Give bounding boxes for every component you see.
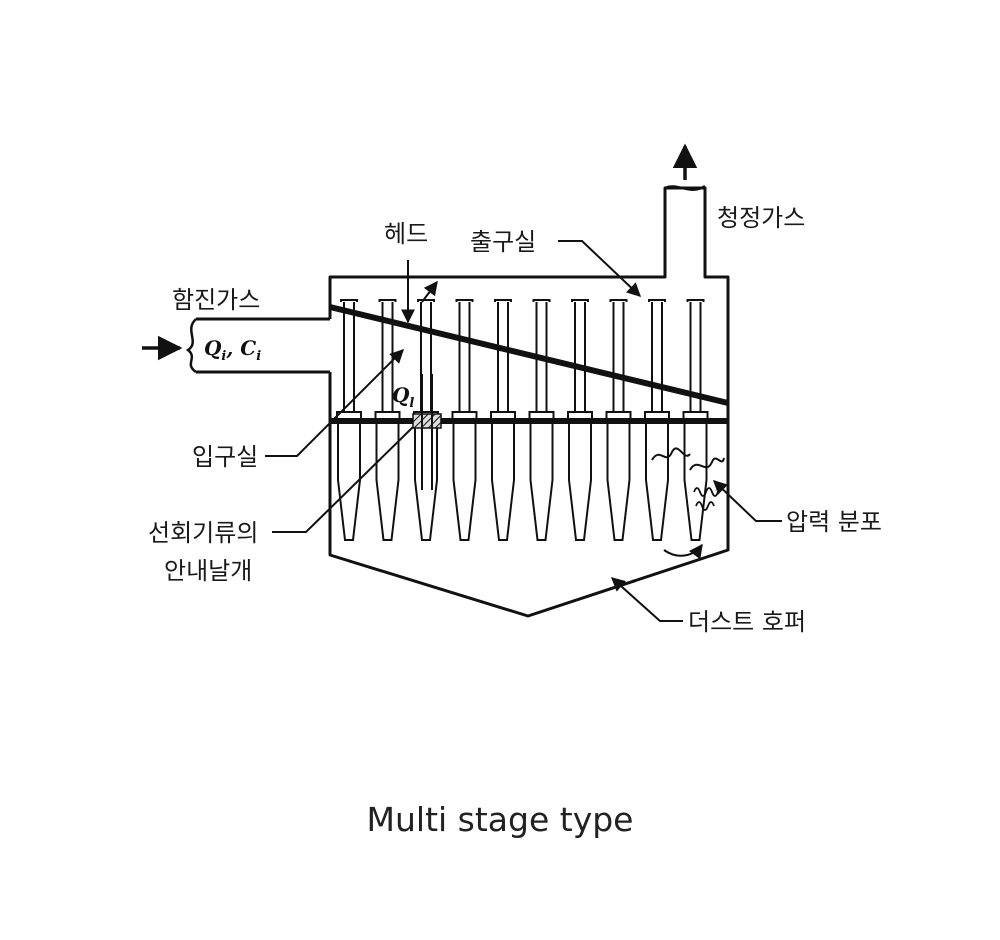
cyclone-body xyxy=(606,424,631,541)
inlet-chamber-leader xyxy=(265,349,404,457)
swirl-vane-label-line2: 안내날개 xyxy=(164,557,252,585)
cyclone-8 xyxy=(605,299,632,541)
cyclone-body xyxy=(529,424,554,541)
flow-symbol: Ql xyxy=(392,383,414,411)
pressure-distribution-label: 압력 분포 xyxy=(786,508,882,536)
inlet-symbol: Qi, Ci xyxy=(204,336,261,364)
outlet-tube xyxy=(455,299,474,414)
vortex-squiggle xyxy=(693,487,719,511)
cyclone-9 xyxy=(644,299,670,541)
inlet-chamber-label: 입구실 xyxy=(192,443,258,471)
outlet-chamber-label: 출구실 xyxy=(470,228,536,256)
outlet-tube xyxy=(571,299,589,414)
inlet-duct xyxy=(185,317,330,374)
outlet-tube xyxy=(494,299,512,414)
cyclone-body xyxy=(645,424,669,541)
pressure-curve-9 xyxy=(651,447,691,461)
cyclone-7 xyxy=(567,299,593,541)
pressure-flow-arrow xyxy=(663,543,703,560)
cyclone-5 xyxy=(490,299,516,541)
outlet-chamber-leader-2 xyxy=(421,280,438,303)
diagram-caption: Multi stage type xyxy=(366,800,634,839)
swirl-vane-leader xyxy=(272,426,414,533)
outlet-tube xyxy=(609,299,628,414)
dust-hopper-label: 더스트 호퍼 xyxy=(688,608,806,636)
cyclone-1 xyxy=(336,299,362,541)
outlet-stack-break xyxy=(664,184,706,191)
housing-outline xyxy=(328,186,730,618)
clean-gas-label: 청정가스 xyxy=(717,204,805,232)
cyclone-body xyxy=(337,424,361,541)
cyclone-4 xyxy=(451,299,478,541)
outlet-chamber-leader xyxy=(558,240,642,297)
dusty-gas-label: 함진가스 xyxy=(172,286,260,314)
pressure-leader xyxy=(712,480,782,522)
outlet-tube xyxy=(648,299,666,414)
cyclone-body xyxy=(568,424,592,541)
outlet-tube xyxy=(340,299,358,414)
dust-hopper-leader xyxy=(610,577,683,622)
cyclone-body xyxy=(683,424,708,541)
cyclone-body xyxy=(375,424,400,541)
cyclone-body xyxy=(452,424,477,541)
multi-cyclone-diagram: Ql Qi, Ci 헤드 출구실 청정가스 함진가스 입구실 선회기류의 안내날… xyxy=(142,143,882,636)
cyclone-body xyxy=(414,424,438,541)
swirl-vane-hatched xyxy=(412,413,442,429)
head-partition xyxy=(329,304,729,406)
swirl-vane-label-line1: 선회기류의 xyxy=(148,519,258,547)
pressure-curve-10 xyxy=(689,457,725,471)
cyclone-body xyxy=(491,424,515,541)
head-label: 헤드 xyxy=(384,220,428,248)
